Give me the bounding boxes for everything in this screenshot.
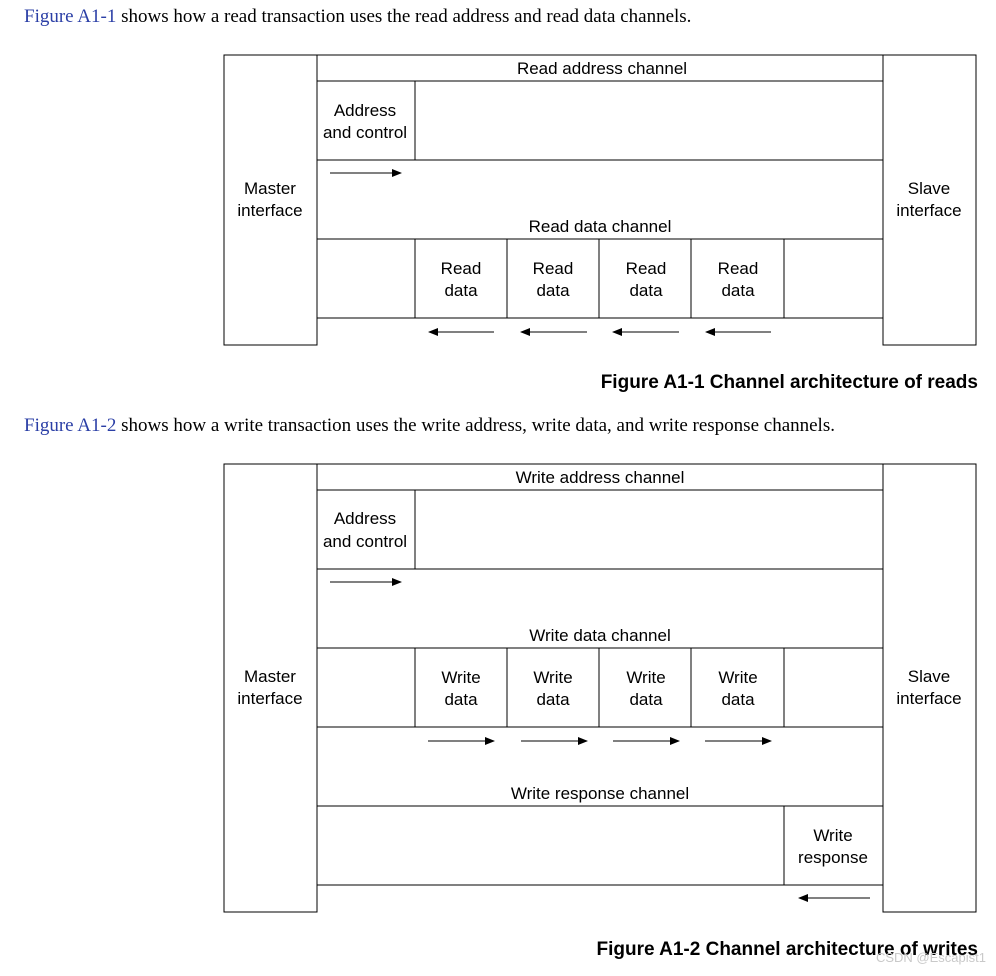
intro-text-reads: shows how a read transaction uses the re… xyxy=(116,6,692,27)
read-data-cell-4-line2: data xyxy=(721,281,755,300)
slave-interface-label-line1: Slave xyxy=(908,667,951,686)
read-data-channel-label: Read data channel xyxy=(529,217,672,236)
write-data-cell-3-line2: data xyxy=(629,690,663,709)
figure-a1-1-link[interactable]: Figure A1-1 xyxy=(24,6,117,27)
write-data-channel-label: Write data channel xyxy=(529,626,670,645)
watermark: CSDN @Escapist1 xyxy=(875,950,986,965)
read-data-cell-1-line1: Read xyxy=(441,259,482,278)
address-control-cell-line2: and control xyxy=(323,532,407,551)
master-interface-box xyxy=(223,54,318,346)
figure-a1-2: Master interface Slave interface Write a… xyxy=(223,463,977,913)
read-address-channel-label: Read address channel xyxy=(517,59,687,78)
address-control-cell-line2: and control xyxy=(323,123,407,142)
write-data-cell-1-line2: data xyxy=(444,690,478,709)
slave-interface-box xyxy=(882,54,977,346)
address-control-cell-line1: Address xyxy=(334,101,396,120)
master-interface-label-line1: Master xyxy=(244,179,296,198)
write-data-cell-4-line1: Write xyxy=(718,668,757,687)
intro-text-writes: shows how a write transaction uses the w… xyxy=(116,415,835,436)
master-interface-label-line2: interface xyxy=(237,201,302,220)
intro-paragraph-reads: Figure A1-1 shows how a read transaction… xyxy=(24,6,691,28)
write-response-channel-label: Write response channel xyxy=(511,784,689,803)
intro-paragraph-writes: Figure A1-2 shows how a write transactio… xyxy=(24,415,835,437)
read-data-cell-2-line1: Read xyxy=(533,259,574,278)
write-data-cell-3-line1: Write xyxy=(626,668,665,687)
master-interface-label-line2: interface xyxy=(237,689,302,708)
read-data-cell-2-line2: data xyxy=(536,281,570,300)
write-data-cell-1-line1: Write xyxy=(441,668,480,687)
write-address-channel-label: Write address channel xyxy=(516,468,685,487)
slave-interface-label-line2: interface xyxy=(896,201,961,220)
read-data-cell-1-line2: data xyxy=(444,281,478,300)
read-data-cell-3-line2: data xyxy=(629,281,663,300)
write-data-cell-2-line2: data xyxy=(536,690,570,709)
address-control-cell-line1: Address xyxy=(334,509,396,528)
slave-interface-label-line2: interface xyxy=(896,689,961,708)
master-interface-box xyxy=(223,463,318,913)
read-data-cell-4-line1: Read xyxy=(718,259,759,278)
master-interface-label-line1: Master xyxy=(244,667,296,686)
figure-a1-1-caption: Figure A1-1 Channel architecture of read… xyxy=(600,372,978,393)
figure-a1-2-link[interactable]: Figure A1-2 xyxy=(24,415,117,436)
write-response-cell-line1: Write xyxy=(813,826,852,845)
write-data-cell-4-line2: data xyxy=(721,690,755,709)
slave-interface-box xyxy=(882,463,977,913)
figure-a1-1: Master interface Slave interface Read ad… xyxy=(223,54,977,346)
slave-interface-label-line1: Slave xyxy=(908,179,951,198)
write-response-cell-line2: response xyxy=(798,848,868,867)
read-data-cell-3-line1: Read xyxy=(626,259,667,278)
figure-a1-2-caption: Figure A1-2 Channel architecture of writ… xyxy=(596,939,979,960)
write-data-cell-2-line1: Write xyxy=(533,668,572,687)
